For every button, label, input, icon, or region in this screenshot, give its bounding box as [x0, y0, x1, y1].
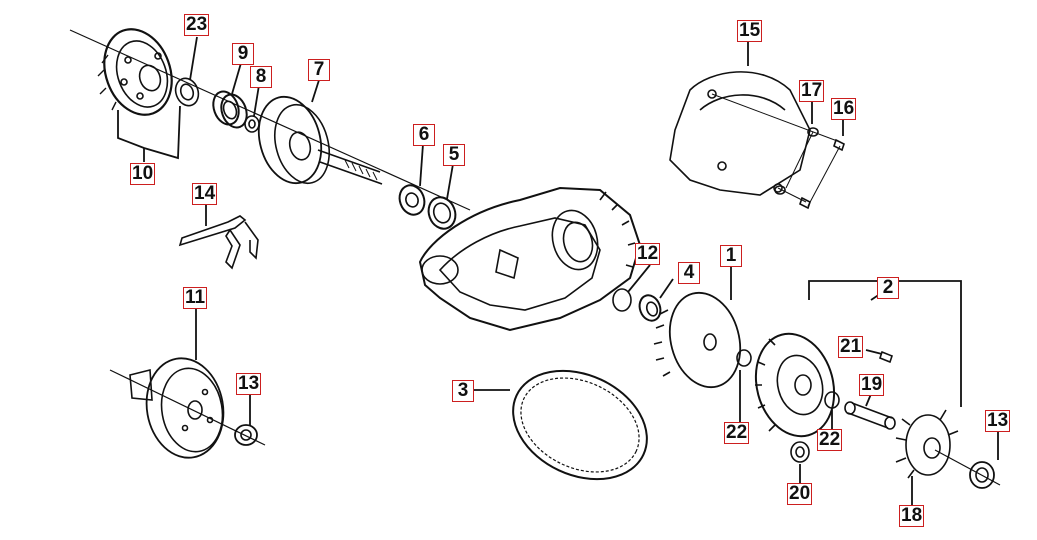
callout-23: 23 — [184, 14, 210, 36]
callout-1: 1 — [720, 245, 742, 267]
driven-pulley-7 — [257, 95, 383, 185]
bolt-16b — [799, 196, 811, 210]
nut-8 — [244, 115, 260, 133]
movable-drive-face-2 — [754, 332, 836, 438]
callout-19: 19 — [859, 374, 885, 396]
callout-2: 2 — [877, 277, 899, 299]
washer-23 — [174, 77, 200, 107]
callout-15: 15 — [737, 20, 763, 42]
starter-pulley-11 — [129, 357, 225, 459]
washer-17b — [774, 185, 786, 195]
needle-bearing-9 — [212, 90, 248, 129]
callout-20: 20 — [787, 483, 813, 505]
callout-14: 14 — [192, 183, 218, 205]
callout-13-right: 13 — [985, 410, 1011, 432]
clutch-assembly — [97, 28, 173, 116]
slider-21 — [879, 350, 893, 364]
oil-seal-5 — [427, 196, 457, 230]
ring-12 — [612, 288, 632, 312]
shaft-axis-upper — [69, 29, 471, 211]
callout-17: 17 — [799, 80, 825, 102]
callout-9: 9 — [232, 43, 254, 65]
callout-6: 6 — [413, 124, 435, 146]
shift-fork-14 — [178, 215, 247, 247]
callout-8: 8 — [250, 66, 272, 88]
callout-11: 11 — [183, 287, 208, 309]
crankcase-cover — [418, 186, 642, 332]
drive-face-1 — [653, 291, 742, 389]
callout-22-right: 22 — [817, 429, 843, 451]
washer-17a — [807, 127, 819, 137]
callout-4: 4 — [678, 262, 700, 284]
callout-22-left: 22 — [724, 422, 750, 444]
bushing-20 — [790, 441, 810, 463]
bearing-6 — [398, 184, 426, 216]
nut-13a — [234, 424, 258, 446]
callout-5: 5 — [443, 144, 465, 166]
callout-10: 10 — [130, 163, 156, 185]
collar-19 — [847, 402, 893, 429]
bolt-16a — [833, 138, 845, 152]
washer-22b — [824, 391, 840, 409]
drive-belt-3 — [512, 369, 648, 481]
fan-plate-18 — [895, 409, 959, 479]
cover-15 — [669, 71, 811, 196]
bearing-4 — [638, 294, 662, 322]
nut-13b — [969, 461, 995, 489]
callout-18: 18 — [899, 505, 925, 527]
washer-22a — [736, 349, 752, 367]
callout-12: 12 — [635, 243, 661, 265]
leader-lines — [117, 36, 999, 505]
callout-16: 16 — [831, 98, 857, 120]
callout-7: 7 — [308, 59, 330, 81]
callout-3: 3 — [452, 380, 474, 402]
callout-13-left: 13 — [236, 373, 262, 395]
callout-21: 21 — [838, 336, 864, 358]
